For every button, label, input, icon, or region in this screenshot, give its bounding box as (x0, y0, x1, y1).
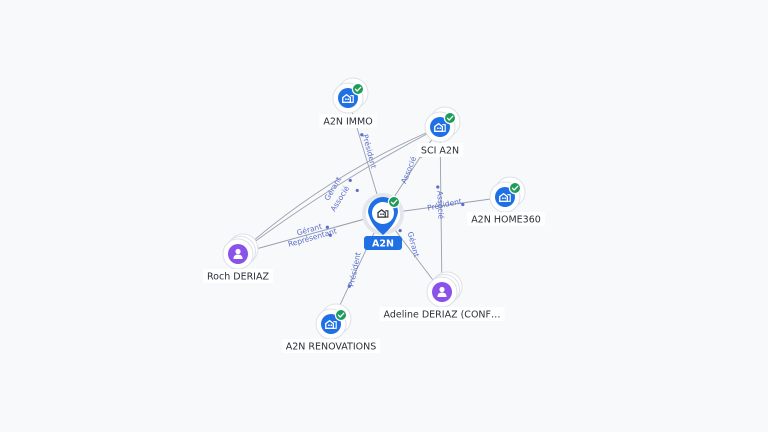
edge-arrow (348, 178, 352, 183)
node-label-bg (416, 143, 464, 157)
building-icon (342, 93, 354, 103)
edge-label: Gérant (406, 231, 421, 258)
node-a2n_home360[interactable]: A2N HOME360 (467, 176, 545, 226)
edge-arrow (328, 233, 332, 237)
node-roch[interactable]: Roch DERIAZ (203, 233, 273, 283)
edge-line (237, 126, 441, 255)
center-node-a2n[interactable]: A2N (362, 193, 404, 250)
check-badge-icon (351, 82, 365, 96)
node-label-bg (319, 114, 377, 128)
edge-label: Associé (399, 155, 418, 185)
edge-arrow (325, 225, 329, 229)
company-disc (321, 314, 341, 334)
building-icon (377, 209, 389, 218)
check-badge-icon (443, 111, 457, 125)
node-label: Roch DERIAZ (207, 271, 269, 282)
node-label-bg (281, 339, 381, 353)
person-icon (437, 286, 447, 297)
node-label: SCI A2N (421, 145, 459, 156)
node-label-bg (203, 269, 273, 283)
edge-roch-a2n-7: Représentant (237, 213, 384, 255)
node-label: A2N HOME360 (471, 214, 541, 225)
edge-label: Associé (436, 191, 446, 220)
node-sci_a2n[interactable]: SCI A2N (416, 106, 464, 157)
edge-arrow (461, 202, 465, 207)
person-icon (233, 248, 243, 259)
company-disc (495, 187, 515, 207)
node-label: A2N RENOVATIONS (286, 341, 377, 352)
node-label-bg (467, 212, 545, 226)
building-icon (325, 319, 337, 329)
company-disc (430, 117, 450, 137)
check-badge-icon (387, 195, 401, 209)
node-label: Adeline DERIAZ (CONF… (383, 309, 500, 320)
building-icon (434, 122, 446, 132)
check-badge-icon (334, 308, 348, 322)
edge-arrow (360, 133, 364, 137)
center-label-bg (364, 236, 402, 250)
edge-arrow (398, 229, 402, 233)
edge-arrow (355, 188, 359, 193)
edge-line (237, 126, 441, 255)
center-label: A2N (372, 239, 394, 250)
node-a2n_immo[interactable]: A2N IMMO (319, 77, 377, 128)
edge-arrow (436, 185, 440, 189)
center-inner (372, 202, 394, 224)
node-a2n_renov[interactable]: A2N RENOVATIONS (281, 303, 381, 353)
building-icon (499, 192, 511, 202)
edge-arrow (347, 284, 351, 288)
check-badge-icon (508, 181, 522, 195)
edge-label: Président (347, 251, 363, 287)
node-label-bg (379, 307, 505, 321)
company-disc (338, 88, 358, 108)
node-label: A2N IMMO (323, 116, 372, 127)
node-adeline[interactable]: Adeline DERIAZ (CONF… (379, 271, 505, 321)
